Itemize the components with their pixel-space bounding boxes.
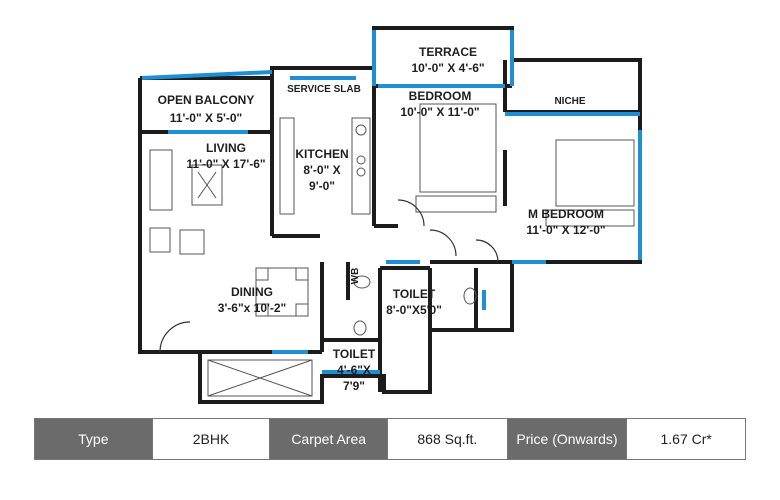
windows <box>141 30 642 374</box>
terrace-label: TERRACE <box>419 45 477 59</box>
living-label: LIVING <box>206 141 246 155</box>
type-label: Type <box>35 419 153 459</box>
toilet2-size-line1: 4'-6"X <box>337 363 371 377</box>
toilet1-label: TOILET <box>393 287 436 301</box>
furniture <box>149 103 635 397</box>
living-size: 11'-0" X 17'-6" <box>186 157 265 171</box>
bedroom-label: BEDROOM <box>409 89 472 103</box>
bedroom-size: 10'-0" X 11'-0" <box>400 105 479 119</box>
carpet-area-value: 868 Sq.ft. <box>388 419 508 459</box>
spec-table: Type 2BHK Carpet Area 868 Sq.ft. Price (… <box>34 418 746 460</box>
kitchen-label: KITCHEN <box>295 147 348 161</box>
dining-size: 3'-6"x 10'-2" <box>218 301 286 315</box>
m-bedroom-label: M BEDROOM <box>528 207 604 221</box>
type-value: 2BHK <box>152 419 271 459</box>
toilet1-size: 8'-0"X5'0" <box>386 303 442 317</box>
kitchen-size-line2: 9'-0" <box>309 179 335 193</box>
niche-label: NICHE <box>554 96 585 107</box>
floor-plan: TERRACE 10'-0" X 4'-6" SERVICE SLAB OPEN… <box>138 26 642 404</box>
carpet-area-label: Carpet Area <box>270 419 389 459</box>
price-value: 1.67 Cr* <box>627 419 745 459</box>
terrace-size: 10'-0" X 4'-6" <box>411 61 484 75</box>
price-label: Price (Onwards) <box>507 419 628 459</box>
wb-label: WB <box>350 268 361 285</box>
toilet2-size-line2: 7'9" <box>343 379 365 393</box>
m-bedroom-size: 11'-0" X 12'-0" <box>526 223 605 237</box>
kitchen-size-line1: 8'-0" X <box>303 163 340 177</box>
toilet2-label: TOILET <box>333 347 376 361</box>
open-balcony-size: 11'-0" X 5'-0" <box>170 111 242 125</box>
service-slab-label: SERVICE SLAB <box>287 84 361 95</box>
dining-label: DINING <box>231 285 273 299</box>
open-balcony-label: OPEN BALCONY <box>158 93 255 107</box>
